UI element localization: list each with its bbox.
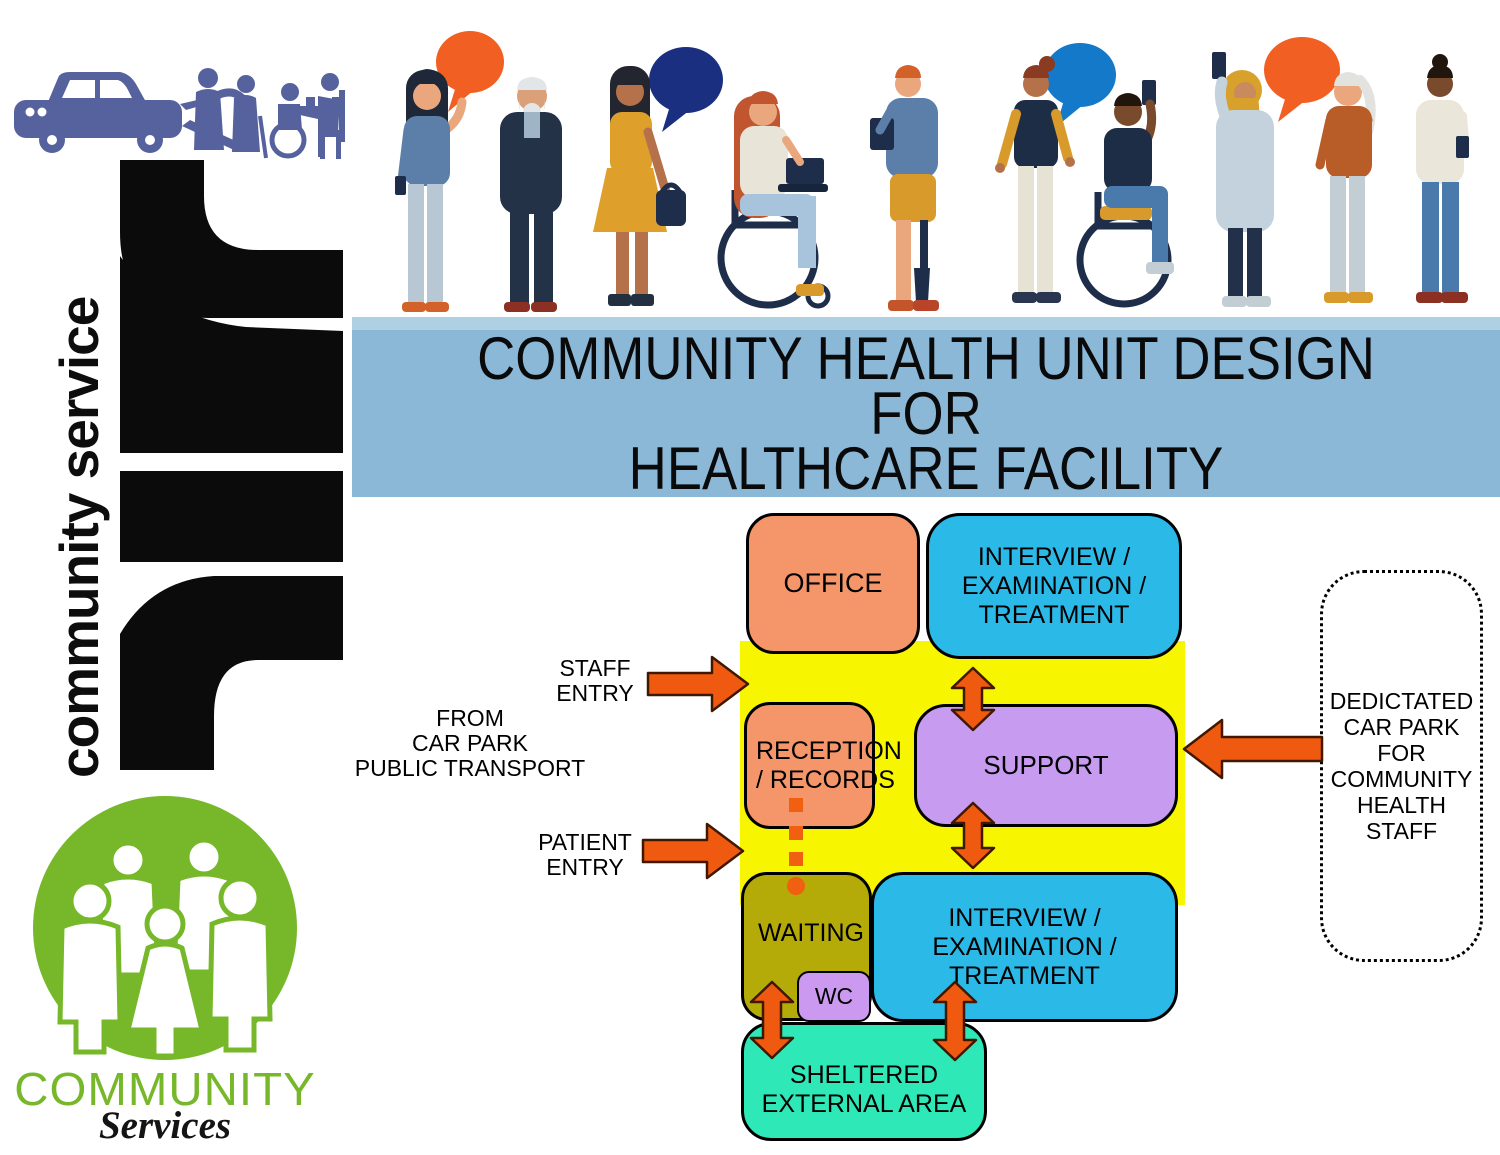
person-hijab-phone <box>1212 52 1274 307</box>
person-wheelchair-woman-laptop <box>717 91 831 309</box>
label-staff-entry: STAFF ENTRY <box>556 655 634 706</box>
room-interview-top: INTERVIEW / EXAMINATION / TREATMENT <box>926 513 1182 659</box>
people-illustration <box>395 31 1469 312</box>
room-interview-top-label: INTERVIEW / EXAMINATION / TREATMENT <box>961 542 1147 629</box>
room-office: OFFICE <box>746 513 920 654</box>
room-sheltered-label: SHELTERED EXTERNAL AREA <box>761 1061 967 1118</box>
transport-illustration <box>14 68 345 159</box>
person-woman-bun <box>995 56 1075 303</box>
community-logo-subtitle: Services <box>98 1104 232 1147</box>
page-title: COMMUNITY HEALTH UNIT DESIGN FOR HEALTHC… <box>477 325 1375 502</box>
room-wc: WC <box>797 971 871 1022</box>
room-reception-label: RECEPTION / RECORDS <box>756 736 902 794</box>
patient-entry-arrow-icon <box>641 822 745 880</box>
caregiver-pair-icon <box>194 68 268 159</box>
dedicated-car-park-label: DEDICTATED CAR PARK FOR COMMUNITY HEALTH… <box>1329 688 1474 844</box>
room-wc-label: WC <box>814 983 854 1009</box>
label-patient-entry: PATIENT ENTRY <box>538 829 632 880</box>
community-logo-title: COMMUNITY <box>14 1063 316 1115</box>
room-sheltered-external: SHELTERED EXTERNAL AREA <box>741 1022 987 1141</box>
person-wheelchair-man-phone <box>1076 80 1174 308</box>
person-waving-woman <box>395 69 467 312</box>
dedicated-car-park-box: DEDICTATED CAR PARK FOR COMMUNITY HEALTH… <box>1320 570 1483 962</box>
room-waiting-label: WAITING <box>758 919 865 947</box>
room-support: SUPPORT <box>914 704 1178 827</box>
room-office-label: OFFICE <box>783 568 883 598</box>
vertical-logo-text: community service <box>48 296 110 778</box>
person-older-man-suit <box>500 77 562 312</box>
speech-bubble-orange-right-icon <box>1264 37 1340 122</box>
car-park-arrow-icon <box>1182 718 1324 780</box>
person-man-prosthetic-leg <box>870 65 939 311</box>
community-services-logo-icon <box>33 796 297 1060</box>
label-from-car-park: FROM CAR PARK PUBLIC TRANSPORT <box>354 705 586 781</box>
seated-person-icon <box>318 73 345 159</box>
person-woman-mustard-dress <box>593 66 686 306</box>
banner-top-strip <box>352 317 1500 331</box>
room-support-label: SUPPORT <box>983 750 1109 780</box>
speech-bubble-blue-icon <box>1044 43 1116 127</box>
speech-bubble-navy-icon <box>649 47 723 132</box>
person-man-top-bun <box>1416 54 1469 303</box>
road-junction-logo <box>120 160 343 770</box>
room-interview-bottom: INTERVIEW / EXAMINATION / TREATMENT <box>871 872 1178 1022</box>
staff-entry-arrow-icon <box>646 655 750 713</box>
room-interview-bottom-label: INTERVIEW / EXAMINATION / TREATMENT <box>932 903 1117 990</box>
title-banner: COMMUNITY HEALTH UNIT DESIGN FOR HEALTHC… <box>352 325 1500 502</box>
person-older-woman-ponytail <box>1315 72 1376 303</box>
room-reception-records: RECEPTION / RECORDS <box>744 702 902 829</box>
